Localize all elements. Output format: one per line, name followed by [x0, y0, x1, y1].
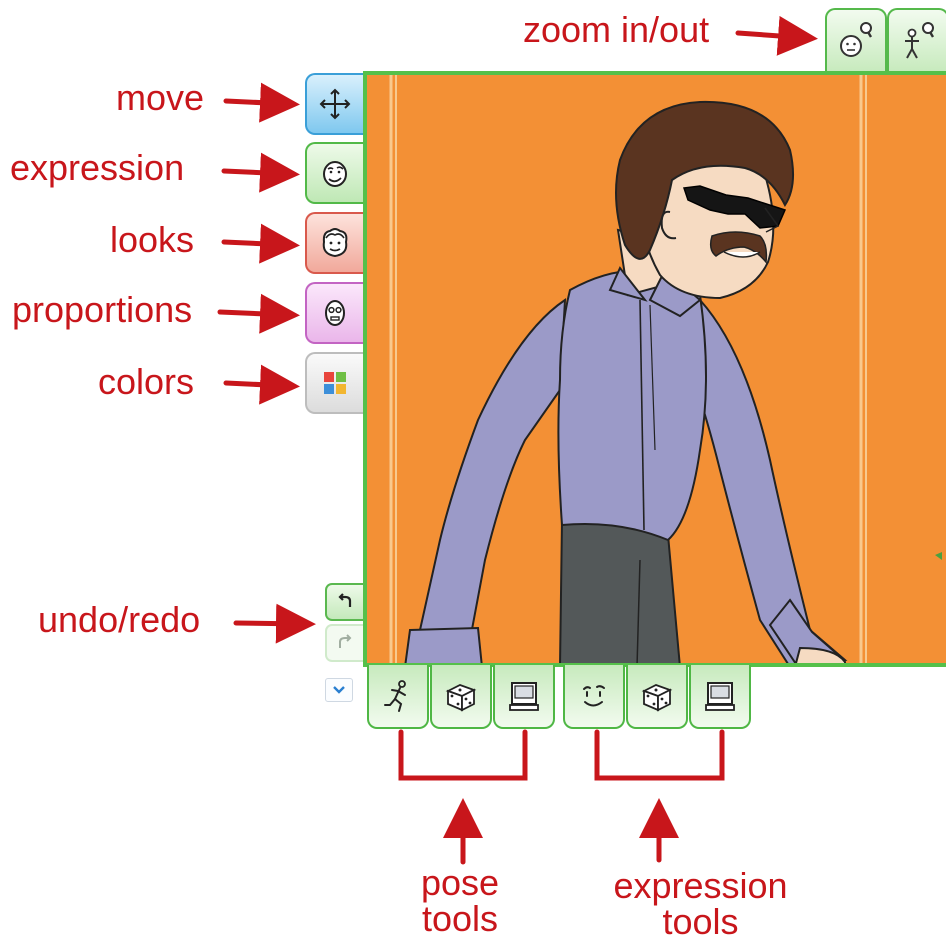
zoom-face-icon	[840, 22, 873, 57]
looks-button[interactable]	[305, 212, 363, 274]
monitor-icon	[705, 682, 735, 711]
move-annotation: move	[116, 77, 205, 118]
smiling-face-icon	[583, 685, 605, 707]
expression-arrow	[221, 152, 300, 193]
looks-arrow	[221, 223, 300, 264]
dice-icon	[445, 684, 477, 712]
undo-icon	[338, 593, 352, 607]
move-arrows-icon	[319, 88, 351, 120]
running-figure-icon	[384, 680, 406, 712]
pose-random-button[interactable]	[430, 665, 492, 729]
chevron-down-icon	[333, 686, 345, 694]
proportions-face-icon	[325, 300, 345, 326]
character-stage[interactable]	[363, 71, 946, 667]
pose-tools-line-1: pose	[420, 862, 500, 903]
expression-face-button[interactable]	[563, 665, 625, 729]
undo-redo-annotation: undo/redo	[38, 599, 201, 640]
proportions-annotation: proportions	[12, 289, 193, 330]
looks-annotation: looks	[110, 219, 195, 260]
monitor-icon	[509, 682, 539, 711]
move-arrow	[223, 82, 300, 123]
redo-icon	[339, 634, 352, 648]
expression-button[interactable]	[305, 142, 363, 204]
proportions-button[interactable]	[305, 282, 363, 344]
expression-tools-annotation: expression tools	[578, 868, 823, 940]
color-swatch-icon	[324, 372, 346, 394]
redo-button[interactable]	[325, 624, 363, 662]
pose-library-button[interactable]	[493, 665, 555, 729]
zoom-face-button[interactable]	[825, 8, 887, 72]
expression-random-button[interactable]	[626, 665, 688, 729]
expression-annotation: expression	[10, 147, 185, 188]
looks-face-icon	[322, 228, 348, 258]
colors-button[interactable]	[305, 352, 363, 414]
zoom-body-icon	[905, 22, 935, 59]
character-illustration	[389, 75, 942, 663]
pose-tools-line-2: tools	[421, 898, 499, 939]
expression-library-button[interactable]	[689, 665, 751, 729]
colors-annotation: colors	[98, 361, 195, 402]
pose-run-button[interactable]	[367, 665, 429, 729]
expression-tools-line-1: expression	[613, 865, 788, 906]
expression-face-icon	[323, 161, 347, 187]
zoom-arrow	[735, 15, 818, 56]
proportions-arrow	[217, 293, 300, 334]
zoom-body-button[interactable]	[887, 8, 946, 72]
colors-arrow	[223, 364, 300, 405]
zoom-annotation: zoom in/out	[523, 9, 710, 50]
collapse-toggle-button[interactable]	[325, 678, 353, 702]
pose-tools-annotation: pose tools	[405, 865, 515, 937]
move-button[interactable]	[305, 73, 363, 135]
undo-button[interactable]	[325, 583, 363, 621]
expression-tools-bracket	[594, 729, 725, 781]
dice-icon	[641, 684, 673, 712]
pose-tools-bracket	[398, 729, 528, 781]
undo-redo-arrow	[233, 603, 316, 644]
expression-tools-line-2: tools	[662, 901, 739, 942]
